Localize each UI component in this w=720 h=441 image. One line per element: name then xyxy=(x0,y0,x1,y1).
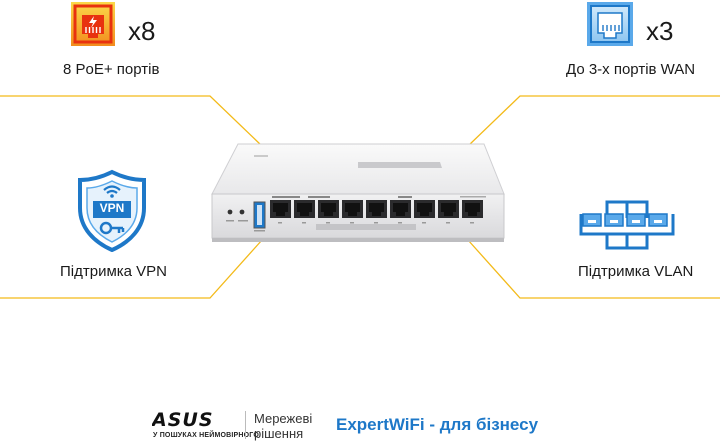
poe-count: x8 xyxy=(128,16,156,46)
connector-line-vlan xyxy=(467,239,720,299)
connector-line-poe xyxy=(0,95,263,147)
vpn-badge: VPN xyxy=(99,201,125,215)
vlan-label: Підтримка VLAN xyxy=(578,263,694,280)
wan-port-icon xyxy=(586,1,634,47)
tagline-line-2: рішення xyxy=(254,426,304,441)
svg-text:ASUS: ASUS xyxy=(152,410,214,430)
connector-line-wan xyxy=(467,95,720,147)
wan-count: x3 xyxy=(646,16,674,46)
product-name: ExpertWiFi - для бізнесу xyxy=(336,415,539,434)
footer-divider xyxy=(245,411,246,439)
vpn-shield-icon xyxy=(76,168,148,253)
tagline-line-1: Мережеві xyxy=(254,411,313,426)
asus-logo: ASUS xyxy=(150,409,242,431)
footer-tagline: Мережеві рішення xyxy=(254,411,312,441)
vpn-label: Підтримка VPN xyxy=(60,263,168,280)
poe-label: 8 PoE+ портів xyxy=(63,61,160,78)
connector-line-vpn xyxy=(0,239,263,299)
asus-slogan: У ПОШУКАХ НЕЙМОВІРНОГО xyxy=(153,432,260,439)
wan-label: До 3-х портів WAN xyxy=(566,61,696,78)
poe-port-icon xyxy=(70,1,116,47)
vlan-network-icon xyxy=(579,196,675,252)
router-image xyxy=(208,138,508,248)
